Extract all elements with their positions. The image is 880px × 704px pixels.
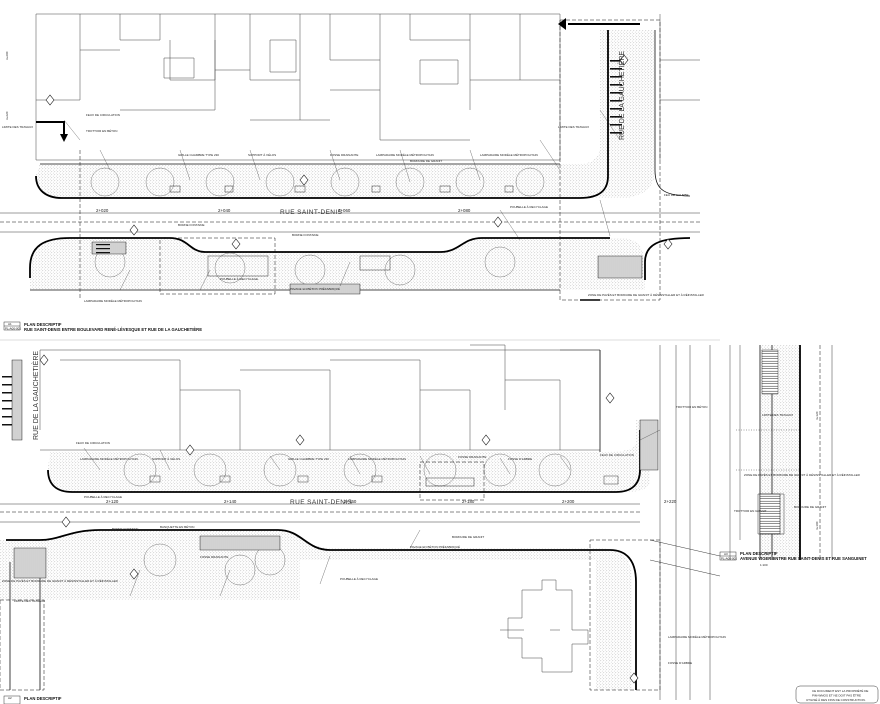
svg-text:LIMITE DES TRAVAUX: LIMITE DES TRAVAUX	[14, 599, 45, 603]
svg-text:BORDURE DE GRANIT: BORDURE DE GRANIT	[452, 535, 484, 539]
svg-text:A2: A2	[8, 696, 12, 700]
svg-text:POUBELLE À RECYCLAGE: POUBELLE À RECYCLAGE	[510, 205, 548, 209]
plan-a3: 4+120 4+100 LIMITE DES TRAVAUX ZONE DE P…	[719, 345, 867, 567]
svg-text:POUBELLE À RECYCLAGE: POUBELLE À RECYCLAGE	[84, 495, 122, 499]
svg-text:BORDURE DE GRANIT: BORDURE DE GRANIT	[410, 159, 442, 163]
svg-text:LAMPADAIRE MODÈLE MÉTROPOLITAI: LAMPADAIRE MODÈLE MÉTROPOLITAIN	[80, 456, 138, 461]
chainage-a1-4: 2+080	[458, 208, 471, 213]
grid-label-a1-1: 3+200	[5, 51, 9, 60]
svg-text:LAMPADAIRE MODÈLE MÉTROPOLITAI: LAMPADAIRE MODÈLE MÉTROPOLITAIN	[480, 152, 538, 157]
chainage-a2-5: 2+200	[562, 499, 575, 504]
cross-street-label-a1: RUE DE LA GAUCHETIÈRE	[617, 51, 626, 140]
svg-text:GRILLE CHAMBRE TYPE 230: GRILLE CHAMBRE TYPE 230	[178, 153, 219, 157]
svg-text:LAMPADAIRE MODÈLE MÉTROPOLITAI: LAMPADAIRE MODÈLE MÉTROPOLITAIN	[668, 634, 726, 639]
plan-subtitle-a3: AVENUE VIGER ENTRE RUE SAINT-DENIS ET RU…	[740, 556, 867, 561]
plan-title-a3: A3 PL-A00-001 PLAN DESCRIPTIF AVENUE VIG…	[719, 551, 867, 567]
svg-text:SUPPORT À VÉLOS: SUPPORT À VÉLOS	[248, 152, 276, 157]
crosswalk-a1	[610, 60, 622, 134]
north-sidewalk-a1	[36, 30, 655, 198]
chainage-a2-3: 2+160	[344, 499, 357, 504]
chainage-a1-1: 2+020	[96, 208, 109, 213]
svg-text:FOSSE DRAINANTE: FOSSE DRAINANTE	[330, 153, 358, 157]
south-sidewalk-a1	[30, 238, 645, 290]
plan-title-text-a1: PLAN DESCRIPTIF	[24, 322, 62, 327]
chainage-a2-1: 2+120	[106, 499, 119, 504]
svg-text:POUBELLE À RECYCLAGE: POUBELLE À RECYCLAGE	[220, 277, 258, 281]
svg-text:BANQUETTE EN BÉTON: BANQUETTE EN BÉTON	[160, 524, 194, 529]
crosswalk-a2	[2, 376, 12, 426]
plan-title-text-a3: PLAN DESCRIPTIF	[740, 551, 778, 556]
plan-a1: RUE SAINT-DENIS RUE DE LA GAUCHETIÈRE 2+…	[0, 13, 705, 332]
svg-text:FOSSE DRAINANTE: FOSSE DRAINANTE	[200, 555, 228, 559]
svg-text:TROTTOIR EN BÉTON: TROTTOIR EN BÉTON	[676, 404, 707, 409]
svg-text:BORNE FONTAINE: BORNE FONTAINE	[292, 233, 318, 237]
svg-text:PIM-WMOS ET NE DOIT PAS ÊTRE: PIM-WMOS ET NE DOIT PAS ÊTRE	[812, 693, 861, 698]
svg-text:TROTTOIR EN GRANIT: TROTTOIR EN GRANIT	[734, 509, 767, 513]
svg-text:BORNE FONTAINE: BORNE FONTAINE	[178, 223, 204, 227]
south-sidewalk-a2	[0, 530, 632, 690]
svg-text:LAMPADAIRE MODÈLE MÉTROPOLITAI: LAMPADAIRE MODÈLE MÉTROPOLITAIN	[376, 152, 434, 157]
svg-text:PAVAGE EN BÉTON PRÉFABRIQUÉ: PAVAGE EN BÉTON PRÉFABRIQUÉ	[290, 286, 340, 291]
chainage-a2-2: 2+140	[224, 499, 237, 504]
svg-text:LIMITE DES TRAVAUX: LIMITE DES TRAVAUX	[762, 413, 793, 417]
plan-scale-a3: 1:100	[760, 563, 768, 567]
svg-text:ZONE DE PAVÉS ET BORDURE DE GR: ZONE DE PAVÉS ET BORDURE DE GRANIT À DÉS…	[2, 578, 119, 583]
grid-label-a3-2: 4+100	[815, 521, 819, 530]
svg-text:FEUX DE CIRCULATION: FEUX DE CIRCULATION	[600, 453, 634, 457]
svg-text:PAVAGE EN BÉTON PRÉFABRIQUÉ: PAVAGE EN BÉTON PRÉFABRIQUÉ	[410, 544, 460, 549]
trees-a2	[123, 453, 572, 586]
svg-text:TROTTOIR EN BÉTON: TROTTOIR EN BÉTON	[86, 128, 117, 133]
grid-label-a3-1: 4+120	[815, 411, 819, 420]
svg-text:LAMPADAIRE MODÈLE MÉTROPOLITAI: LAMPADAIRE MODÈLE MÉTROPOLITAIN	[84, 298, 142, 303]
svg-text:BORNE FONTAINE: BORNE FONTAINE	[112, 527, 138, 531]
svg-text:A1: A1	[8, 322, 12, 326]
plan-title-text-a2: PLAN DESCRIPTIF	[24, 696, 62, 701]
chainage-a2-4: 2+180	[462, 499, 475, 504]
svg-text:SUPPORT À VÉLOS: SUPPORT À VÉLOS	[152, 456, 180, 461]
ownership-note: CE DOCUMENT EST LA PROPRIÉTÉ DE PIM-WMOS…	[795, 685, 879, 704]
svg-text:PL-A00-001: PL-A00-001	[721, 557, 737, 561]
plan-title-a1: A1 PL-A00-001 PLAN DESCRIPTIF RUE SAINT-…	[3, 321, 202, 332]
svg-text:FOSSE DRAINANTE: FOSSE DRAINANTE	[458, 455, 486, 459]
svg-text:BORDURE DE GRANIT: BORDURE DE GRANIT	[794, 505, 826, 509]
section-markers-a1	[45, 54, 673, 250]
svg-text:LAMPADAIRE MODÈLE MÉTROPOLITAI: LAMPADAIRE MODÈLE MÉTROPOLITAIN	[348, 456, 406, 461]
street-label-a1: RUE SAINT-DENIS	[280, 209, 343, 216]
svg-text:FEUX DE CIRCULATION: FEUX DE CIRCULATION	[76, 441, 110, 445]
svg-text:FOSSE D'ARBRE: FOSSE D'ARBRE	[668, 661, 692, 665]
svg-text:LIMITE DES TRAVAUX: LIMITE DES TRAVAUX	[2, 125, 33, 129]
plan-a2: RUE SAINT-DENIS RUE DE LA GAUCHETIÈRE 2+…	[0, 344, 726, 704]
chainage-a1-3: 2+060	[338, 208, 351, 213]
svg-text:GRILLE CHAMBRE TYPE 230: GRILLE CHAMBRE TYPE 230	[288, 457, 329, 461]
chainage-a2-6: 2+220	[664, 499, 677, 504]
trees-a1	[90, 167, 545, 286]
plan-title-a2: A2 PLAN DESCRIPTIF	[3, 695, 62, 704]
svg-text:PL-A00-001: PL-A00-001	[5, 327, 21, 331]
svg-text:A3: A3	[724, 552, 728, 556]
north-sidewalk-a2	[48, 420, 650, 492]
street-label-a2: RUE SAINT-DENIS	[290, 499, 353, 506]
buildings-a2	[39, 344, 601, 673]
svg-text:CE DOCUMENT EST LA PROPRIÉTÉ D: CE DOCUMENT EST LA PROPRIÉTÉ DE	[812, 688, 868, 693]
grid-label-a1-2: 3+220	[5, 111, 9, 120]
svg-text:POUBELLE À RECYCLAGE: POUBELLE À RECYCLAGE	[340, 577, 378, 581]
svg-text:FEUX DE CIRCULATION: FEUX DE CIRCULATION	[86, 113, 120, 117]
svg-text:LIMITE DES TRAVAUX: LIMITE DES TRAVAUX	[558, 125, 589, 129]
svg-text:ZONE DE PAVÉS ET BORDURE DE GR: ZONE DE PAVÉS ET BORDURE DE GRANIT À DÉS…	[744, 472, 861, 477]
svg-text:ZONE DE PAVÉS ET BORDURE DE GR: ZONE DE PAVÉS ET BORDURE DE GRANIT À DÉS…	[588, 292, 705, 297]
svg-text:UTILISÉ À DES FINS DE CONSTRUC: UTILISÉ À DES FINS DE CONSTRUCTION.	[806, 697, 866, 702]
cross-street-label-a2: RUE DE LA GAUCHETIÈRE	[31, 351, 40, 440]
plan-subtitle-a1: RUE SAINT-DENIS ENTRE BOULEVARD RENÉ-LÉV…	[24, 327, 202, 332]
svg-text:FOSSE D'ARBRE: FOSSE D'ARBRE	[508, 457, 532, 461]
chainage-a1-2: 2+040	[218, 208, 231, 213]
section-markers-a2	[39, 354, 639, 684]
svg-text:FEU DE COURBE: FEU DE COURBE	[664, 193, 689, 197]
